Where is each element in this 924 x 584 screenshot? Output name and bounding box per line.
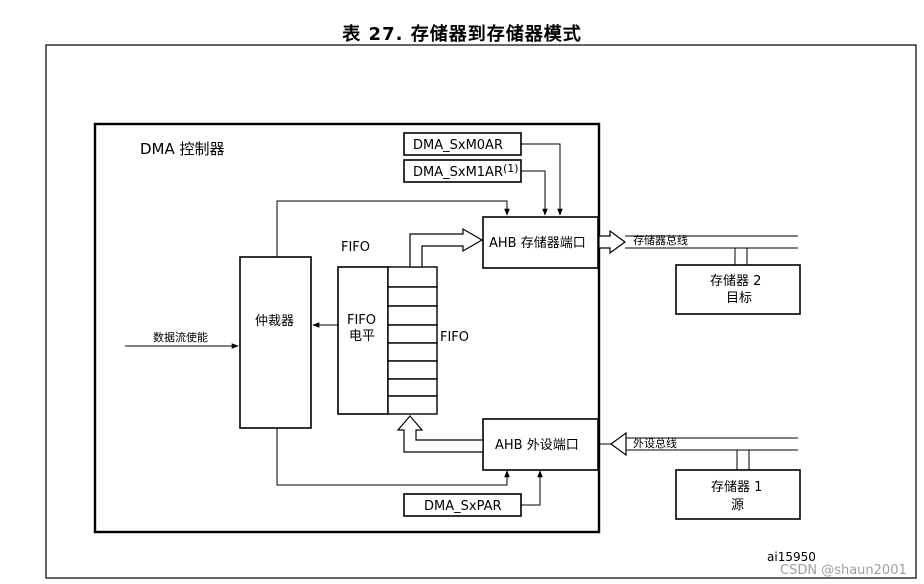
- memory1-box: [675, 469, 801, 520]
- ahb-peripheral-port-box: [482, 418, 599, 471]
- memory2-label-line2: 目标: [726, 291, 752, 306]
- fifo-slot: [387, 342, 438, 362]
- fifo-side-label: FIFO: [440, 330, 469, 345]
- figure-id: ai15950: [767, 550, 816, 564]
- peripheral-bus-arrow: [609, 431, 627, 457]
- m1ar-arrow: [521, 170, 548, 216]
- watermark: CSDN @shaun2001: [780, 563, 907, 578]
- memory2-label-line1: 存储器 2: [710, 274, 761, 289]
- ahb-peripheral-port-label: AHB 外设端口: [495, 438, 579, 453]
- par-register-label: DMA_SxPAR: [424, 499, 502, 514]
- arbiter-box: [239, 256, 312, 429]
- arbiter-to-memory-port-line: [276, 200, 510, 257]
- arbiter-to-peripheral-port-line: [276, 428, 510, 486]
- memory-bus-arrow: [598, 229, 627, 255]
- memory2-box: [675, 264, 801, 315]
- figure-title: 表 27. 存储器到存储器模式: [342, 24, 582, 45]
- dma-controller-box: [93, 122, 601, 534]
- fifo-stack: [387, 266, 438, 415]
- fifo-level-label-line2: 电平: [349, 329, 375, 344]
- memory1-label-line1: 存储器 1: [711, 480, 762, 495]
- fifo-slot: [387, 324, 438, 344]
- dma-controller-label: DMA 控制器: [140, 140, 225, 158]
- memory1-label-line2: 源: [731, 498, 744, 513]
- fifo-slot: [387, 360, 438, 380]
- peripheral-bus-label: 外设总线: [633, 436, 677, 450]
- m0ar-register-label: DMA_SxM0AR: [413, 138, 503, 153]
- m0ar-arrow: [521, 143, 563, 216]
- fifo-level-box: [337, 266, 389, 415]
- data-stream-enable-label: 数据流使能: [153, 330, 208, 344]
- fifo-slot: [387, 286, 438, 307]
- ahb-memory-port-box: [482, 216, 599, 269]
- fifo-to-memory-port-arrow: [409, 227, 484, 268]
- fifo-slot: [387, 266, 438, 288]
- peripheral-port-to-fifo-arrow: [396, 415, 484, 453]
- m1ar-register-label: DMA_SxM1AR(1): [413, 162, 519, 180]
- fifo-slot: [387, 395, 438, 415]
- fifo-slot: [387, 305, 438, 326]
- arbiter-label: 仲裁器: [255, 313, 294, 329]
- figure-frame: [45, 44, 917, 579]
- memory-bus-label: 存储器总线: [633, 233, 688, 247]
- par-arrow: [521, 470, 543, 506]
- fifo-level-label-line1: FIFO: [347, 313, 376, 328]
- fifo-top-label: FIFO: [341, 240, 370, 255]
- ahb-memory-port-label: AHB 存储器端口: [489, 236, 586, 251]
- m1ar-footnote: (1): [503, 162, 519, 175]
- fifo-slot: [387, 378, 438, 397]
